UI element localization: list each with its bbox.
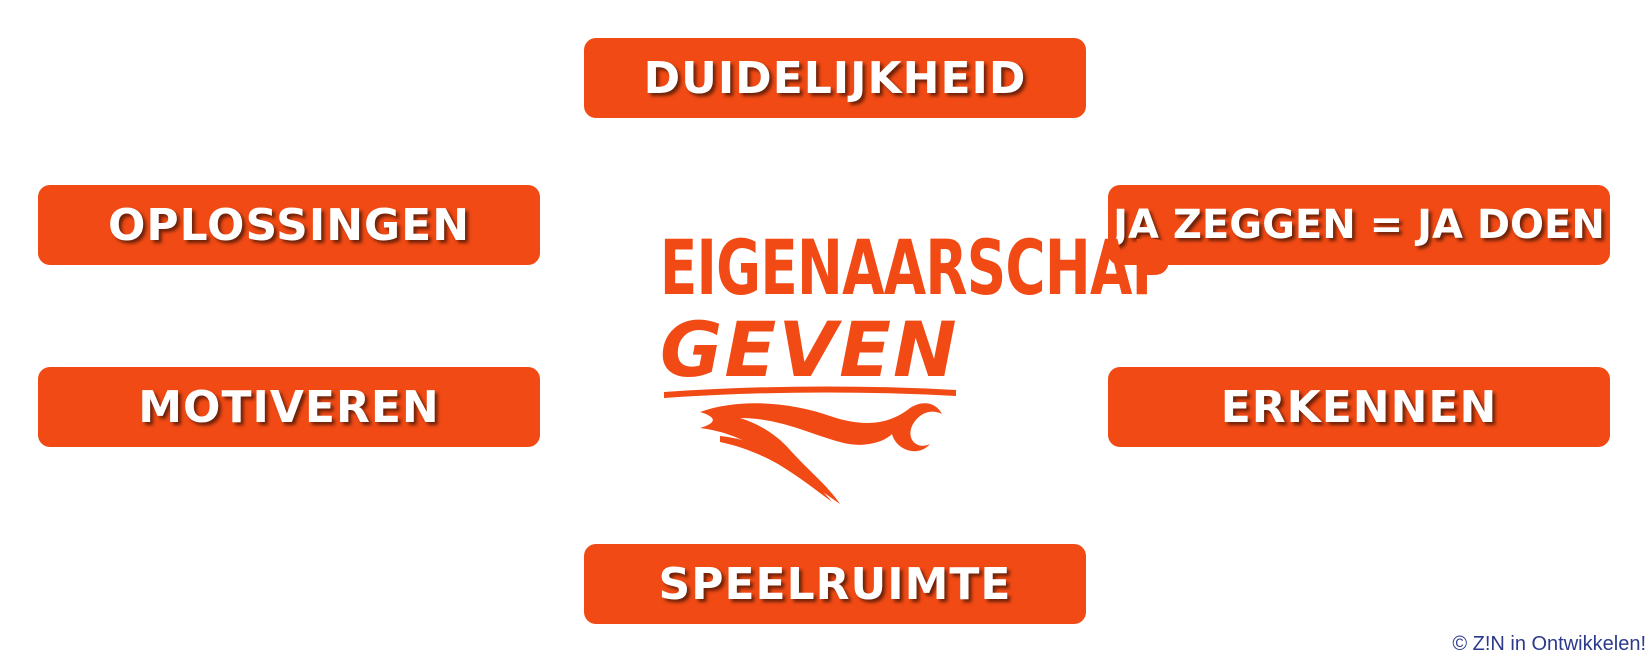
center-subtitle: GEVEN [660,305,959,394]
wave-flourish-icon [664,386,956,504]
box-label-duidelijkheid: Duidelijkheid [643,52,1027,104]
box-label-speelruimte: Speelruimte [658,558,1012,610]
box-label-ja-zeggen-ja-doen: Ja zeggen = ja doen [1113,202,1605,248]
box-duidelijkheid: Duidelijkheid [584,38,1086,118]
box-label-motiveren: Motiveren [138,381,440,433]
box-erkennen: Erkennen [1108,367,1610,447]
center-title: EIGENAARSCHAP [659,223,1172,312]
box-oplossingen: Oplossingen [38,185,540,265]
box-speelruimte: Speelruimte [584,544,1086,624]
copyright-text: © Z!N in Ontwikkelen! [1452,633,1646,655]
box-ja-zeggen-ja-doen: Ja zeggen = ja doen [1108,185,1610,265]
box-label-erkennen: Erkennen [1220,381,1498,433]
box-label-oplossingen: Oplossingen [107,199,471,251]
box-motiveren: Motiveren [38,367,540,447]
